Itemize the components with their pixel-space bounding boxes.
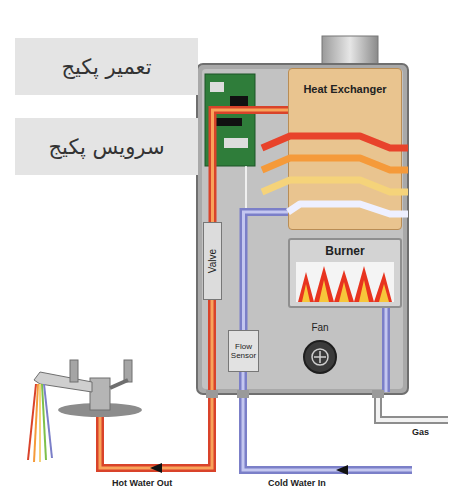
flow-arrow [150,463,162,473]
node-text: Valve [207,249,218,273]
pipe-connector [213,110,289,222]
service-banner: تعمیر پکیج [15,38,198,95]
return-pipe-core [385,308,388,392]
faucet-handle [124,360,132,382]
pipe-connector [244,212,289,330]
hot-pipe [100,300,212,468]
node-text: Burner [290,240,400,258]
chip [210,82,224,92]
heater-casing [197,64,408,394]
water-stream [44,384,52,458]
node-text: Flow Sensor [229,341,258,361]
flow-arrow [336,465,348,475]
gas-pipe-core [378,392,448,420]
chip [224,138,248,148]
node-text: Heat Exchanger [289,69,401,95]
heat-coil [288,204,408,214]
burner-box: Burner [288,238,402,308]
flame [298,266,392,302]
heat-exchanger: Heat Exchanger [288,68,402,230]
valve-box: Valve [203,222,222,300]
pipe-connector-group [244,212,289,330]
flue-pipe [322,36,378,66]
gas-pipe [378,392,448,420]
pipe-connector-group [213,110,289,222]
burner-window [296,262,394,302]
return-pipe [382,308,390,392]
pipe-label: Gas [412,427,429,437]
heat-coil [262,180,408,192]
connector-layer [213,110,289,330]
pipe-fitting [206,390,218,398]
node-text: Fan [300,322,340,333]
heat-coil [262,136,408,148]
fan-rotor [312,349,328,365]
faucet-handle [110,380,128,388]
faucet-handle [70,360,78,382]
pipe-core [244,212,289,330]
pipe-fitting [372,390,384,398]
heat-coil [262,158,408,170]
pipe-label: Hot Water Out [112,478,172,488]
pipe-fitting [237,390,249,398]
flow-sensor-box: Flow Sensor [228,330,259,372]
pipe-label: Cold Water In [268,478,326,488]
hot-pipe-core [100,300,212,468]
service-banner: سرویس پکیج [15,118,198,175]
node-text: سرویس پکیج [49,135,165,159]
flame-core [302,280,389,302]
fan-housing [304,341,336,373]
water-stream [39,384,41,462]
faucet-body [90,378,110,410]
casing-inner [202,69,403,389]
node-text: تعمیر پکیج [61,55,151,79]
fan-circle: Fan [300,322,340,376]
fan-blade [314,351,326,363]
pipe-core [213,110,289,222]
water-stream [34,384,38,462]
